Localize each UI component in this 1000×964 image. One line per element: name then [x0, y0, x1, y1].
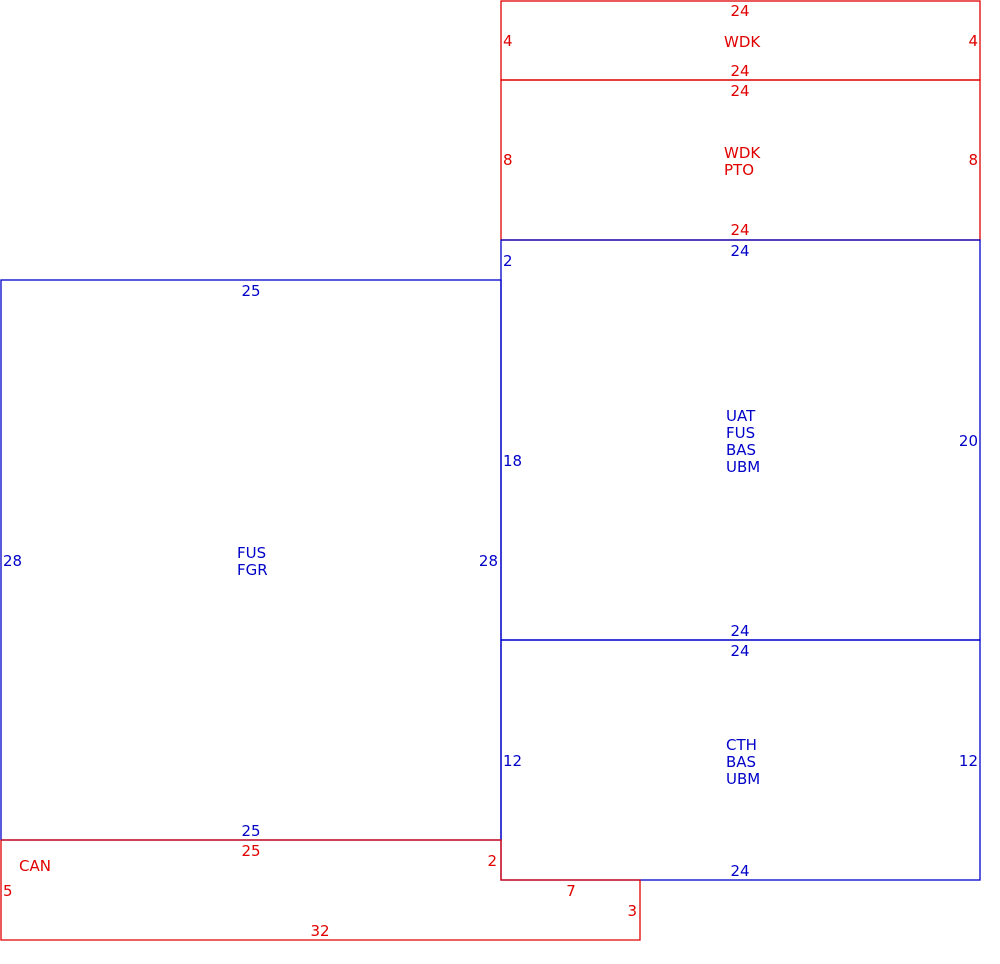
section-can[interactable]: 25 CAN 2 7 3 5 32	[0, 839, 641, 941]
can-dim-bottom: 32	[310, 922, 329, 940]
can-code-1: CAN	[19, 857, 51, 875]
fus-code-1: FUS	[237, 544, 266, 562]
uat-code-4: UBM	[726, 458, 760, 476]
wdk-pto-dim-right: 8	[968, 151, 978, 169]
wdk-dim-right: 4	[968, 32, 978, 50]
can-dim-step: 7	[566, 882, 576, 900]
wdk-pto-dim-top: 24	[730, 82, 749, 100]
cth-dim-right: 12	[959, 752, 978, 770]
uat-code-3: BAS	[726, 441, 756, 459]
section-can-outline	[0, 839, 641, 941]
can-dim-top: 25	[241, 842, 260, 860]
wdk-dim-bottom: 24	[730, 62, 749, 80]
section-fus[interactable]: 25 28 28 FUS FGR 25	[0, 279, 502, 841]
wdk-dim-left: 4	[503, 32, 513, 50]
can-dim-upper-right: 2	[487, 852, 497, 870]
can-dim-left: 5	[3, 882, 13, 900]
section-cth[interactable]: 24 12 12 CTH BAS UBM 24	[500, 639, 981, 881]
wdk-code-1: WDK	[724, 33, 761, 51]
cth-dim-left: 12	[503, 752, 522, 770]
uat-dim-bottom: 24	[730, 622, 749, 640]
cth-dim-bottom: 24	[730, 862, 749, 880]
fus-dim-left: 28	[3, 552, 22, 570]
uat-code-1: UAT	[726, 407, 756, 425]
fus-dim-bottom: 25	[241, 822, 260, 840]
uat-dim-right: 20	[959, 432, 978, 450]
uat-dim-top: 24	[730, 242, 749, 260]
cth-dim-top: 24	[730, 642, 749, 660]
wdk-pto-dim-bottom: 24	[730, 221, 749, 239]
cth-code-3: UBM	[726, 770, 760, 788]
fus-code-2: FGR	[237, 561, 268, 579]
section-wdk[interactable]: 24 4 4 WDK 24	[500, 0, 981, 81]
section-uat[interactable]: 24 2 18 20 UAT FUS BAS UBM 24	[500, 239, 981, 641]
wdk-pto-code-1: WDK	[724, 144, 761, 162]
uat-code-2: FUS	[726, 424, 755, 442]
cth-code-1: CTH	[726, 736, 757, 754]
wdk-pto-dim-left: 8	[503, 151, 513, 169]
fus-dim-top: 25	[241, 282, 260, 300]
cth-code-2: BAS	[726, 753, 756, 771]
wdk-pto-code-2: PTO	[724, 161, 754, 179]
section-wdk-pto[interactable]: 24 8 8 WDK PTO 24	[500, 79, 981, 241]
uat-dim-left: 18	[503, 452, 522, 470]
can-dim-right: 3	[627, 902, 637, 920]
fus-dim-right: 28	[479, 552, 498, 570]
wdk-dim-top: 24	[730, 2, 749, 20]
uat-dim-left-upper: 2	[503, 252, 513, 270]
